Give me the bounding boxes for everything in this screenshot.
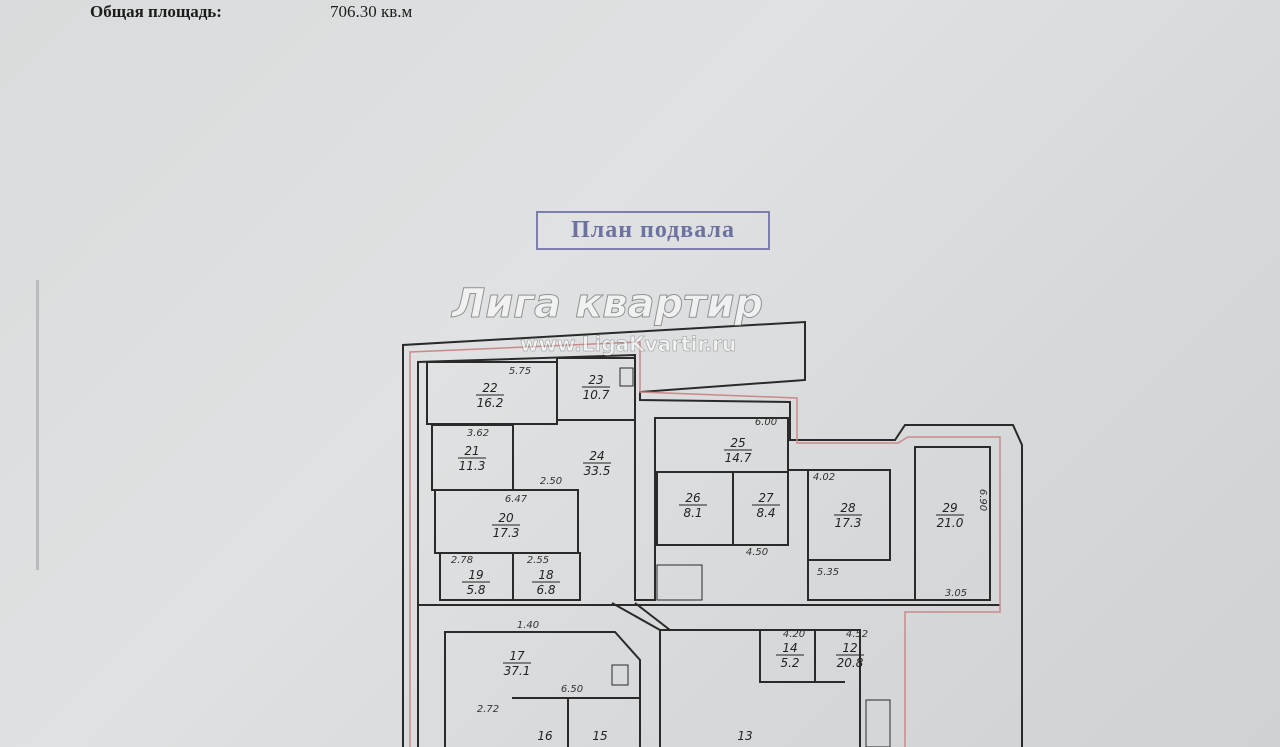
dimension-labels: 5.75 3.62 2.50 6.47 2.78 2.55 6.00 4.50 4.02 5.35… <box>451 366 988 715</box>
total-area-label: Общая площадь: <box>90 2 222 21</box>
dimension-label: 1.40 <box>517 620 539 631</box>
room-number: 29 <box>942 501 957 515</box>
room-18-wall <box>512 552 581 601</box>
room-label-15: 15 <box>592 729 607 743</box>
room-area: 17.3 <box>493 526 520 540</box>
walls <box>402 320 1023 747</box>
dimension-label: 2.78 <box>451 555 473 566</box>
scan-edge-mark <box>36 280 39 570</box>
dimension-label: 3.05 <box>945 588 967 599</box>
room-area: 8.1 <box>683 506 702 520</box>
room-number: 28 <box>840 501 856 515</box>
dimension-label: 6.50 <box>561 684 583 695</box>
dimension-label: 5.75 <box>509 366 531 377</box>
corridor-diagonal <box>611 602 661 631</box>
inner-outline <box>417 353 991 747</box>
room-number: 24 <box>589 449 604 463</box>
watermark-url: www.LigaKvartir.ru <box>520 332 737 357</box>
dimension-label: 4.52 <box>846 629 868 640</box>
room-number: 19 <box>468 568 483 582</box>
dimension-label: 4.02 <box>813 472 835 483</box>
dimension-label: 4.50 <box>746 547 768 558</box>
room-area: 20.8 <box>837 656 864 670</box>
room-area: 8.4 <box>756 506 775 520</box>
outer-wall <box>402 320 1023 747</box>
stairs <box>611 367 891 747</box>
room-number: 22 <box>482 381 497 395</box>
room-area: 37.1 <box>504 664 531 678</box>
room-number: 23 <box>588 373 603 387</box>
room-number: 12 <box>842 641 857 655</box>
room-label-27: 278.4 <box>752 491 780 520</box>
room-area: 17.3 <box>835 516 862 530</box>
dimension-label: 3.62 <box>467 428 489 439</box>
room-label-14: 145.2 <box>776 641 804 670</box>
corridor-diagonal-2 <box>634 602 671 631</box>
boundary-line <box>409 341 1001 747</box>
room-area: 16.2 <box>477 396 504 410</box>
dimension-label: 2.72 <box>477 704 499 715</box>
room-area: 5.2 <box>780 656 799 670</box>
room-area: 10.7 <box>583 388 610 402</box>
room-area: 11.3 <box>459 459 486 473</box>
room-number: 13 <box>737 729 752 743</box>
room-label-13: 13 <box>737 729 752 743</box>
room-area: 5.8 <box>466 583 485 597</box>
room-area: 14.7 <box>725 451 752 465</box>
room-23-wall <box>556 357 636 421</box>
dimension-label: 6.47 <box>505 494 528 505</box>
stair-1 <box>656 564 703 601</box>
room-number: 25 <box>730 436 745 450</box>
dimension-label: 4.20 <box>783 629 805 640</box>
room-number: 14 <box>782 641 797 655</box>
room-area: 33.5 <box>584 464 611 478</box>
dimension-label: 5.35 <box>817 567 839 578</box>
room-14-wall <box>759 630 845 683</box>
room-labels: 2216.22310.72111.32433.52017.3195.8186.8… <box>458 373 964 743</box>
watermark-brand: Лига квартир <box>452 281 764 328</box>
room-17-wall <box>444 631 641 747</box>
room-number: 18 <box>538 568 554 582</box>
dimension-label: 2.50 <box>540 476 562 487</box>
room-number: 17 <box>509 649 525 663</box>
dimension-label: 6.90 <box>977 489 988 511</box>
room-label-19: 195.8 <box>462 568 490 597</box>
vent-box-2 <box>611 664 629 686</box>
room-29-wall <box>914 446 991 601</box>
room-label-26: 268.1 <box>679 491 707 520</box>
stair-2 <box>865 699 891 747</box>
room-27-wall <box>732 471 789 546</box>
dimension-label: 2.55 <box>527 555 549 566</box>
room-number: 15 <box>592 729 607 743</box>
room-area: 21.0 <box>937 516 964 530</box>
red-boundary <box>409 341 1001 747</box>
room-number: 27 <box>758 491 774 505</box>
room-28-wall <box>807 469 891 561</box>
room-number: 16 <box>537 729 553 743</box>
plan-title-stamp: План подвала <box>536 211 770 250</box>
room-number: 20 <box>498 511 514 525</box>
dimension-label: 6.00 <box>755 417 777 428</box>
total-area-value: 706.30 кв.м <box>330 2 413 21</box>
vent-box-1 <box>619 367 634 387</box>
room-area: 6.8 <box>536 583 555 597</box>
room-label-16: 16 <box>537 729 553 743</box>
room-label-18: 186.8 <box>532 568 560 597</box>
room-number: 21 <box>464 444 479 458</box>
room-number: 26 <box>685 491 701 505</box>
